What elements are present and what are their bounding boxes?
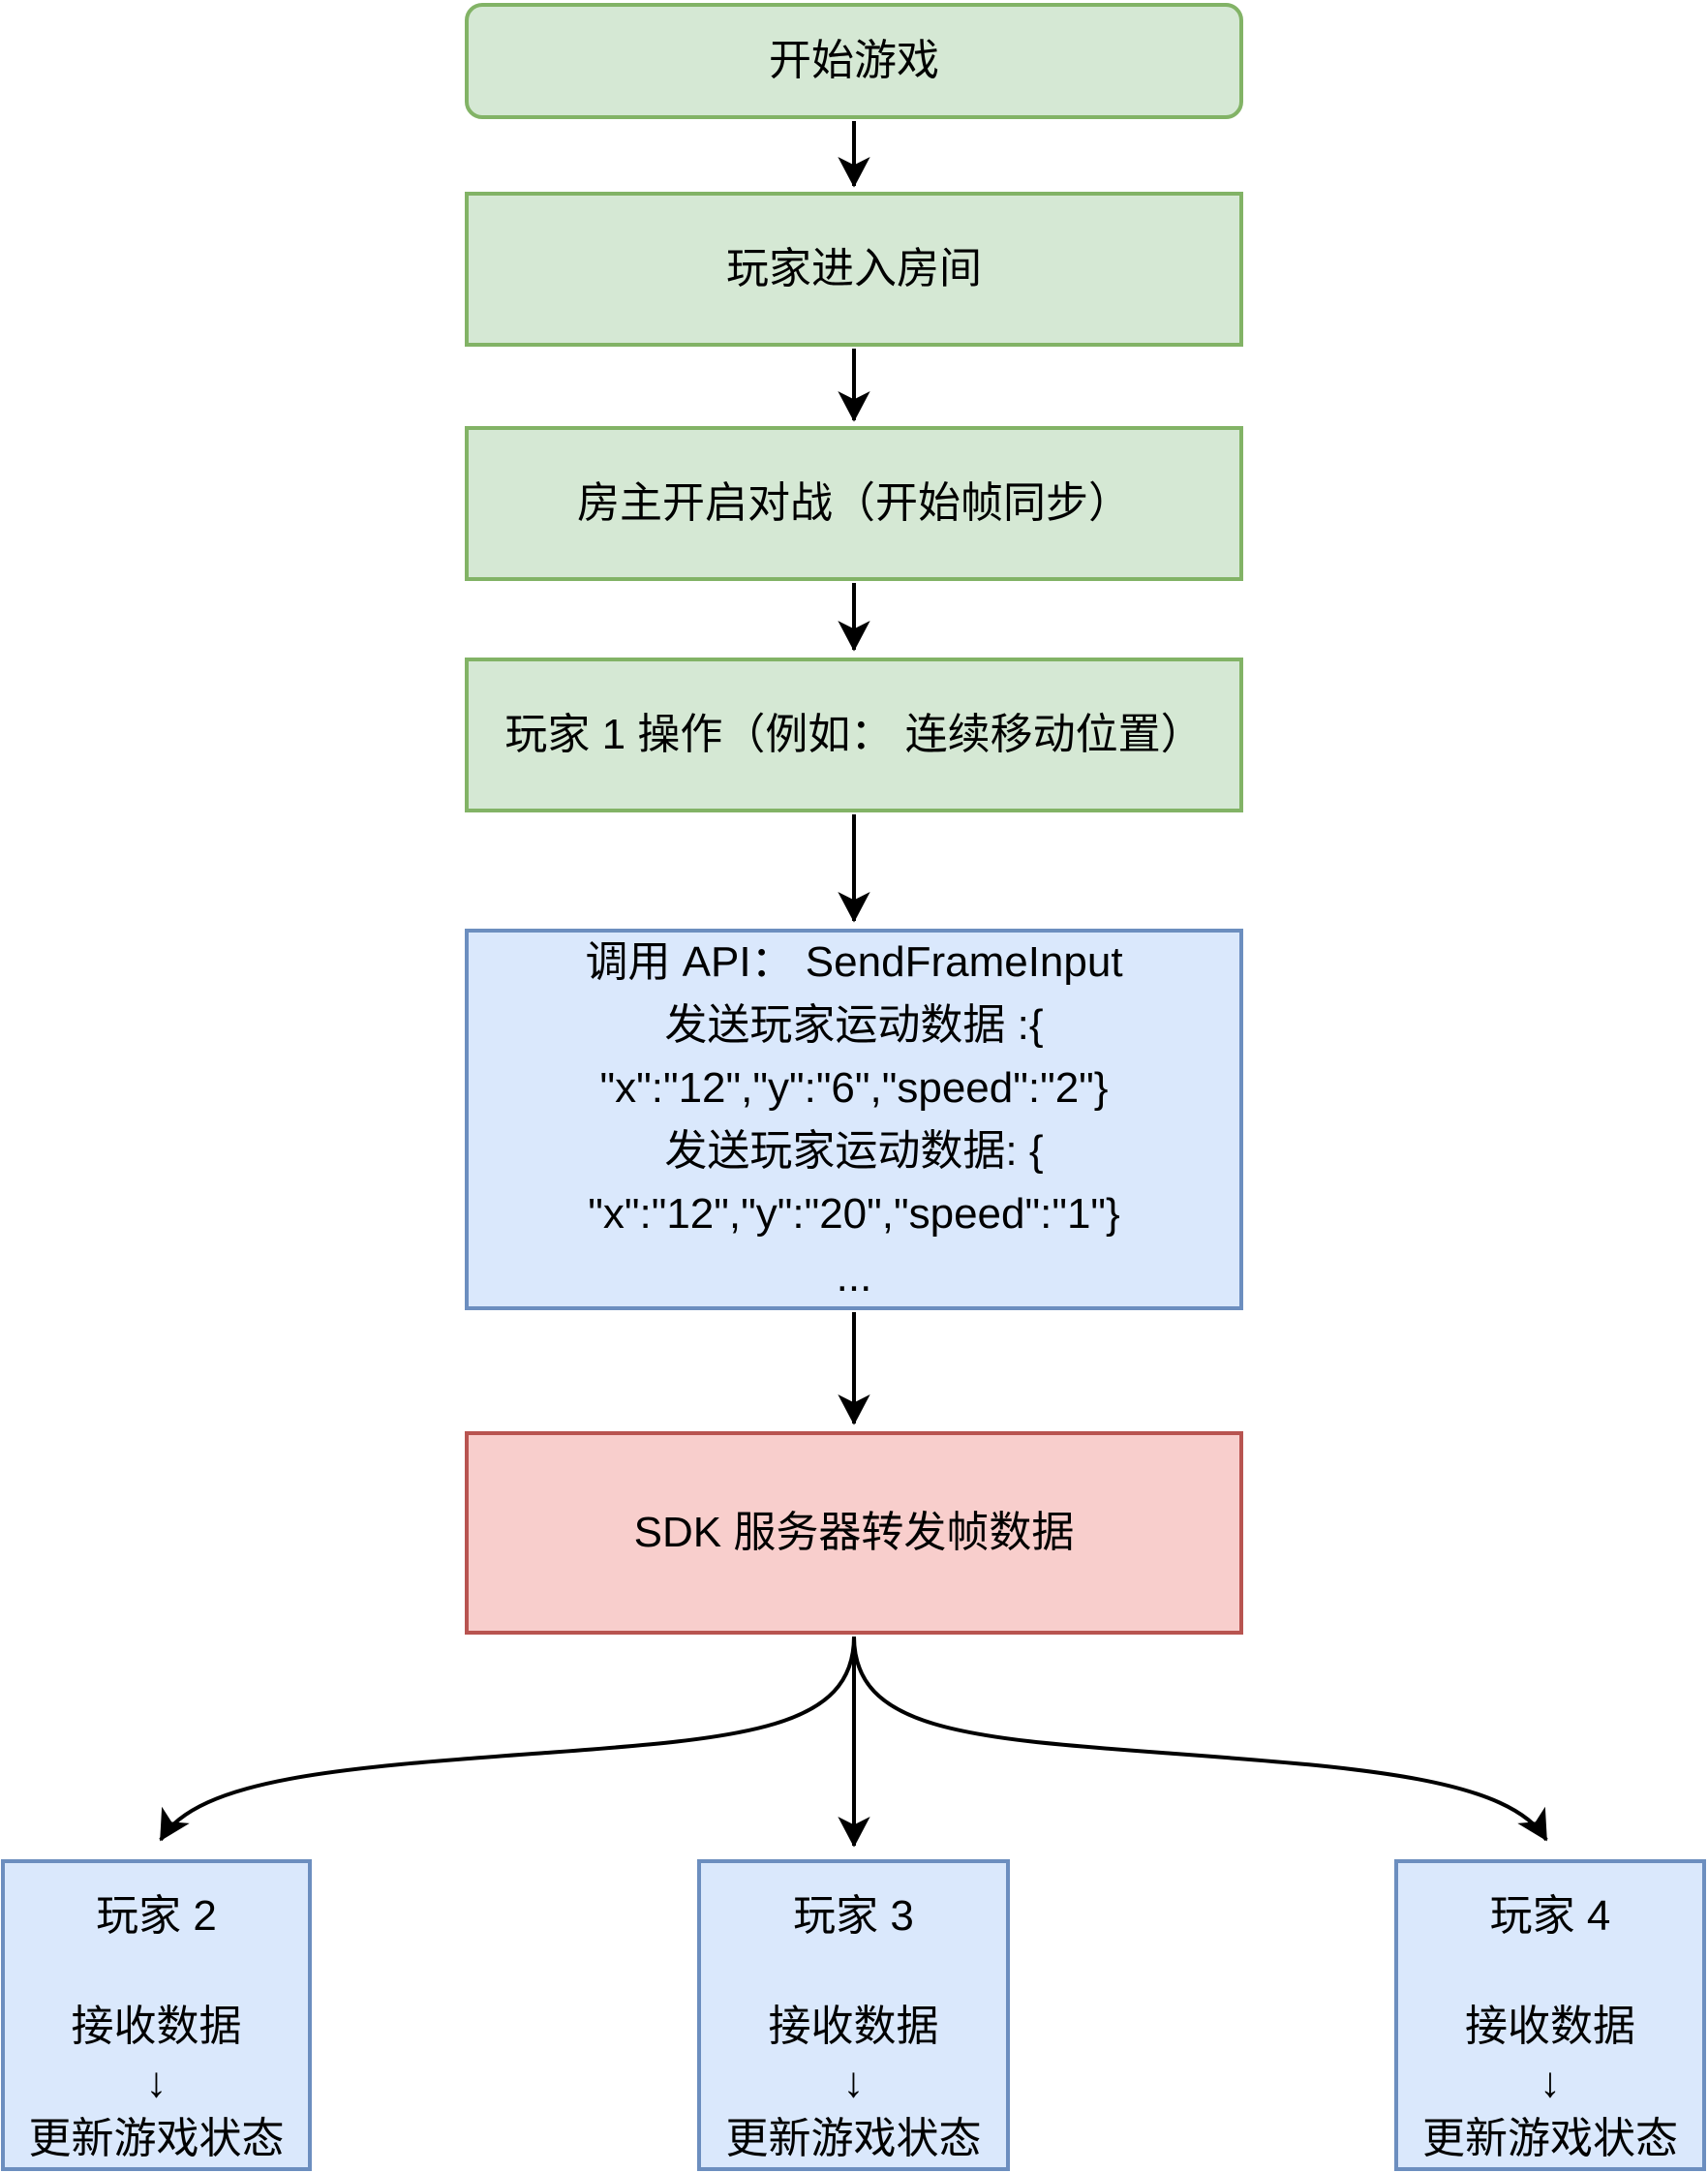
- node-player3: 玩家 3 接收数据 ↓ 更新游戏状态: [697, 1859, 1010, 2171]
- node-enter-room: 玩家进入房间: [465, 192, 1243, 347]
- down-arrow-glyph: ↓: [842, 2059, 865, 2106]
- api-call-line: ...: [836, 1253, 872, 1301]
- node-host-start-battle-label: 房主开启对战（开始帧同步）: [577, 479, 1131, 528]
- node-sdk-server-forward: SDK 服务器转发帧数据: [465, 1431, 1243, 1635]
- node-start-game: 开始游戏: [465, 3, 1243, 119]
- receiver-title: 玩家 2: [96, 1892, 217, 1940]
- node-player4: 玩家 4 接收数据 ↓ 更新游戏状态: [1394, 1859, 1706, 2171]
- api-call-line: 发送玩家运动数据: {: [664, 1127, 1044, 1175]
- receiver-line: 接收数据: [768, 2003, 939, 2050]
- receiver-line: 更新游戏状态: [28, 2115, 285, 2162]
- api-call-line: 调用 API： SendFrameInput: [585, 938, 1123, 986]
- node-start-game-label: 开始游戏: [769, 37, 939, 85]
- api-call-line: "x":"12","y":"20","speed":"1"}: [588, 1190, 1120, 1238]
- node-player1-action-label: 玩家 1 操作（例如： 连续移动位置）: [504, 711, 1204, 759]
- receiver-title: 玩家 4: [1489, 1892, 1611, 1940]
- receiver-line: 更新游戏状态: [725, 2115, 982, 2162]
- receiver-line: 接收数据: [71, 2003, 242, 2050]
- edge-sdk-to-player2: [159, 1636, 856, 1842]
- receiver-line: 更新游戏状态: [1422, 2115, 1678, 2162]
- api-call-line: 发送玩家运动数据 :{: [664, 1001, 1044, 1049]
- node-enter-room-label: 玩家进入房间: [726, 245, 982, 293]
- receiver-line: 接收数据: [1465, 2003, 1635, 2050]
- down-arrow-glyph: ↓: [145, 2059, 168, 2106]
- receiver-title: 玩家 3: [793, 1892, 914, 1940]
- api-call-line: "x":"12","y":"6","speed":"2"}: [599, 1064, 1109, 1112]
- node-sdk-server-forward-label: SDK 服务器转发帧数据: [633, 1509, 1075, 1557]
- down-arrow-glyph: ↓: [1540, 2059, 1561, 2106]
- node-player2: 玩家 2 接收数据 ↓ 更新游戏状态: [1, 1859, 312, 2171]
- node-host-start-battle: 房主开启对战（开始帧同步）: [465, 426, 1243, 581]
- node-player1-action: 玩家 1 操作（例如： 连续移动位置）: [465, 658, 1243, 812]
- node-api-send-frame-input: 调用 API： SendFrameInput 发送玩家运动数据 :{ "x":"…: [465, 929, 1243, 1310]
- edge-sdk-to-player4: [852, 1636, 1548, 1842]
